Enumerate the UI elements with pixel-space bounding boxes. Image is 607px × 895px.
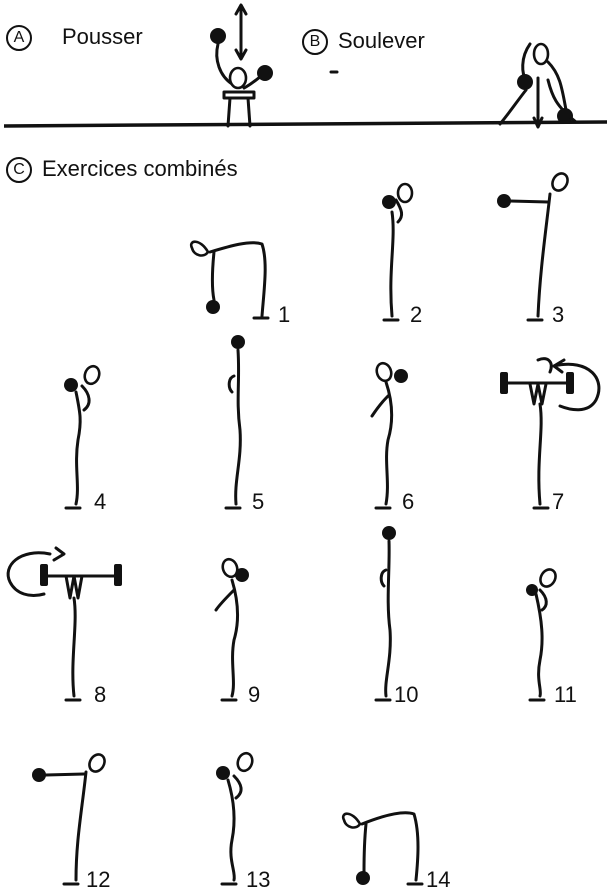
exercise-number-4: 4 (94, 490, 106, 514)
ball-icon (64, 378, 78, 392)
exercise-number-14: 14 (426, 868, 450, 892)
ball-icon (32, 768, 46, 782)
ball-icon (210, 28, 226, 44)
exercise-figure-1 (191, 242, 268, 318)
exercise-number-3: 3 (552, 303, 564, 327)
exercise-figure-9 (216, 557, 249, 700)
exercise-figure-14 (343, 813, 422, 885)
ball-icon (257, 65, 273, 81)
ball-icon (517, 74, 533, 90)
exercise-number-5: 5 (252, 490, 264, 514)
exercise-number-12: 12 (86, 868, 110, 892)
exercise-figure-2 (382, 184, 412, 320)
exercise-figure-7 (500, 359, 599, 508)
ball-icon (356, 871, 370, 885)
exercise-number-6: 6 (402, 490, 414, 514)
ball-icon (216, 766, 230, 780)
exercise-number-2: 2 (410, 303, 422, 327)
ball-icon (235, 568, 249, 582)
exercise-figure-10 (376, 526, 396, 700)
exercise-number-1: 1 (278, 303, 290, 327)
exercise-figure-13 (216, 751, 255, 884)
exercise-number-9: 9 (248, 683, 260, 707)
ball-icon (206, 300, 220, 314)
exercise-number-13: 13 (246, 868, 270, 892)
exercise-number-8: 8 (94, 683, 106, 707)
ball-icon (382, 195, 396, 209)
figure-lift (331, 44, 576, 127)
ball-icon (394, 369, 408, 383)
ball-icon (382, 526, 396, 540)
floor-line (4, 122, 607, 126)
exercise-figure-4 (64, 364, 102, 508)
exercise-figure-8 (8, 548, 122, 700)
exercise-figure-11 (526, 567, 559, 700)
ball-icon (231, 335, 245, 349)
exercise-figure-6 (372, 361, 408, 508)
exercise-figure-12 (32, 752, 108, 884)
figure-push (210, 5, 273, 126)
exercise-number-10: 10 (394, 683, 418, 707)
exercise-figure-5 (226, 335, 245, 508)
exercise-figure-3 (497, 171, 571, 320)
exercise-number-11: 11 (554, 683, 577, 707)
exercise-number-7: 7 (552, 490, 564, 514)
